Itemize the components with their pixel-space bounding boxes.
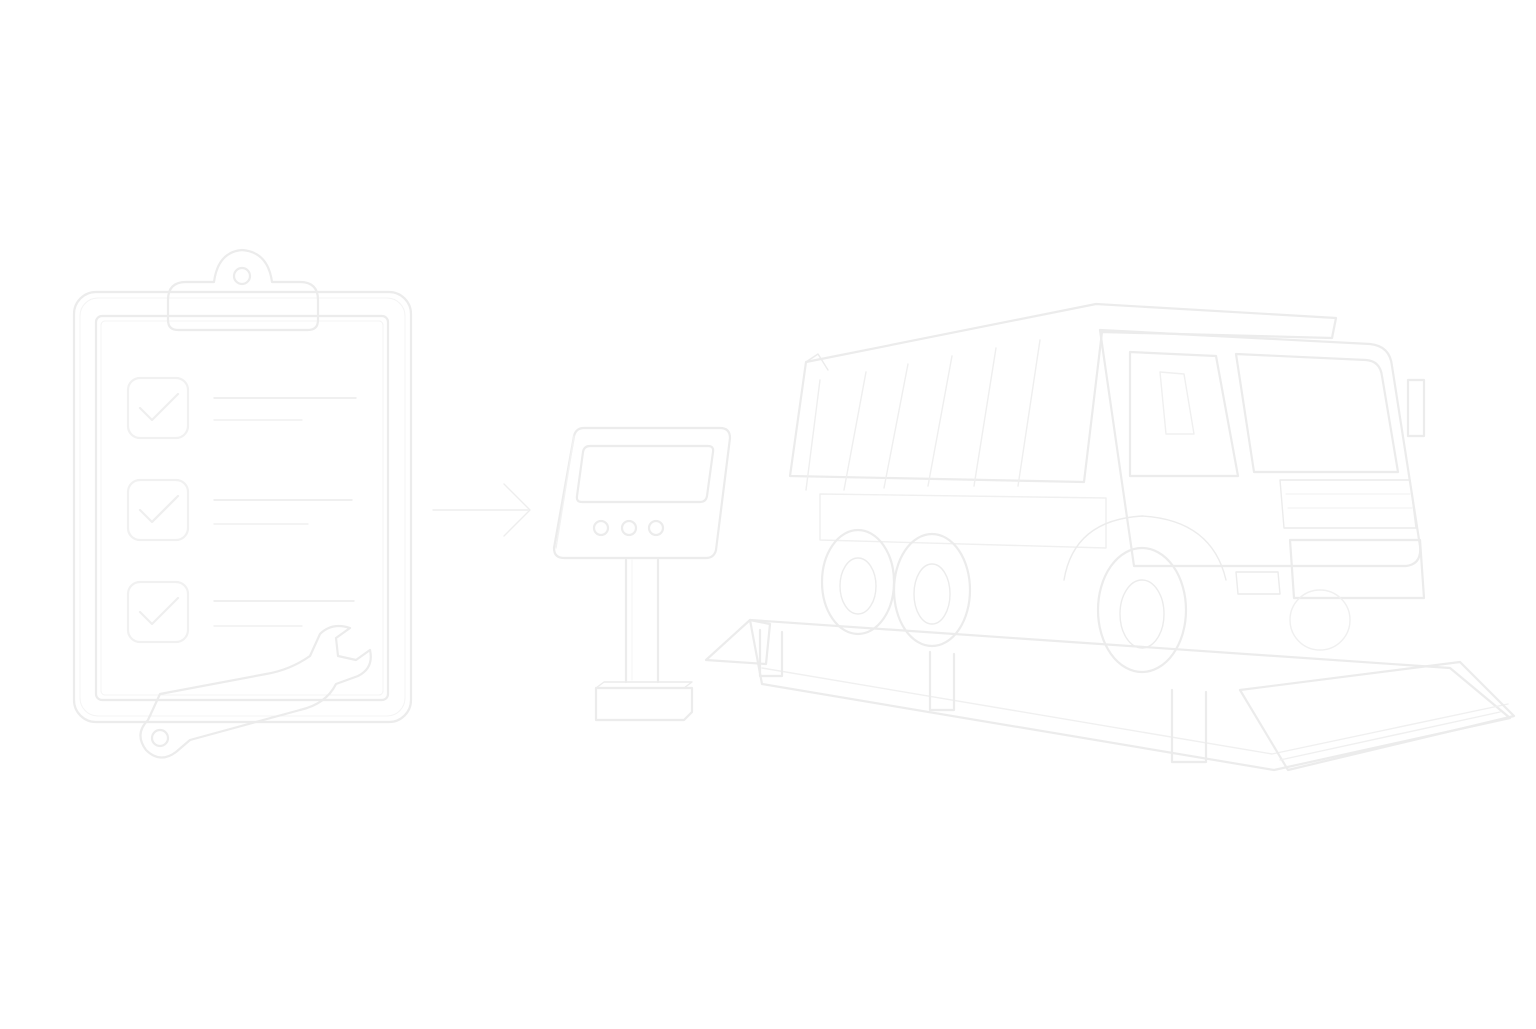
checklist-row bbox=[126, 376, 357, 440]
indicator-housing bbox=[552, 426, 732, 560]
truck-mirror bbox=[1406, 378, 1426, 438]
truck-cab bbox=[1098, 328, 1422, 568]
truck-wheel-arch bbox=[1063, 515, 1227, 581]
wrench-icon bbox=[139, 624, 372, 759]
truck-wheel bbox=[820, 528, 896, 636]
truck-wheel bbox=[1289, 589, 1351, 651]
scale-support bbox=[928, 650, 956, 712]
truck-wheel bbox=[892, 532, 972, 648]
check-mark-icon bbox=[138, 494, 180, 524]
scale-deck-edge bbox=[761, 667, 1509, 755]
checklist-row bbox=[126, 478, 353, 542]
clipboard-board bbox=[72, 290, 413, 724]
indicator-button bbox=[647, 519, 665, 537]
checkbox-3 bbox=[126, 580, 190, 644]
truck-scale-platform-icon bbox=[704, 618, 1516, 772]
clipboard-paper bbox=[94, 314, 390, 702]
truck-bumper bbox=[1288, 538, 1426, 600]
truck-bed-ribs bbox=[805, 339, 1041, 491]
arrow-right-icon bbox=[432, 483, 531, 537]
truck-dump-bed bbox=[788, 302, 1338, 484]
clipboard-board-edge bbox=[79, 297, 406, 717]
checklist-row bbox=[126, 580, 355, 644]
indicator-button bbox=[592, 519, 610, 537]
truck-side-window bbox=[1159, 371, 1195, 435]
truck-grille bbox=[1279, 479, 1417, 529]
check-mark-icon bbox=[138, 596, 180, 626]
indicator-housing-side bbox=[555, 435, 575, 549]
dump-truck-icon bbox=[788, 302, 1426, 674]
scale-support bbox=[1170, 688, 1208, 764]
truck-chassis bbox=[819, 493, 1107, 549]
indicator-base bbox=[594, 686, 694, 722]
clipboard-checklist-icon bbox=[72, 248, 413, 724]
truck-wheel bbox=[1096, 546, 1188, 674]
indicator-pole bbox=[624, 558, 660, 684]
indicator-button bbox=[620, 519, 638, 537]
scale-ramp-left bbox=[704, 618, 772, 666]
truck-windshield bbox=[1234, 352, 1400, 474]
checkbox-1 bbox=[126, 376, 190, 440]
scale-ramp-right bbox=[1238, 660, 1516, 772]
checkbox-2 bbox=[126, 478, 190, 542]
wrench-body bbox=[139, 624, 372, 759]
truck-headlight bbox=[1235, 571, 1281, 595]
clipboard-paper-edge bbox=[100, 320, 384, 696]
clipboard-clip bbox=[166, 248, 320, 332]
clipboard-clip-hole bbox=[232, 266, 252, 286]
scale-support bbox=[758, 628, 784, 678]
truck-cab-window bbox=[1128, 350, 1240, 478]
wrench-hole bbox=[150, 728, 170, 748]
check-mark-icon bbox=[138, 392, 180, 422]
weighing-indicator-icon bbox=[552, 426, 732, 722]
indicator-screen bbox=[575, 444, 715, 504]
